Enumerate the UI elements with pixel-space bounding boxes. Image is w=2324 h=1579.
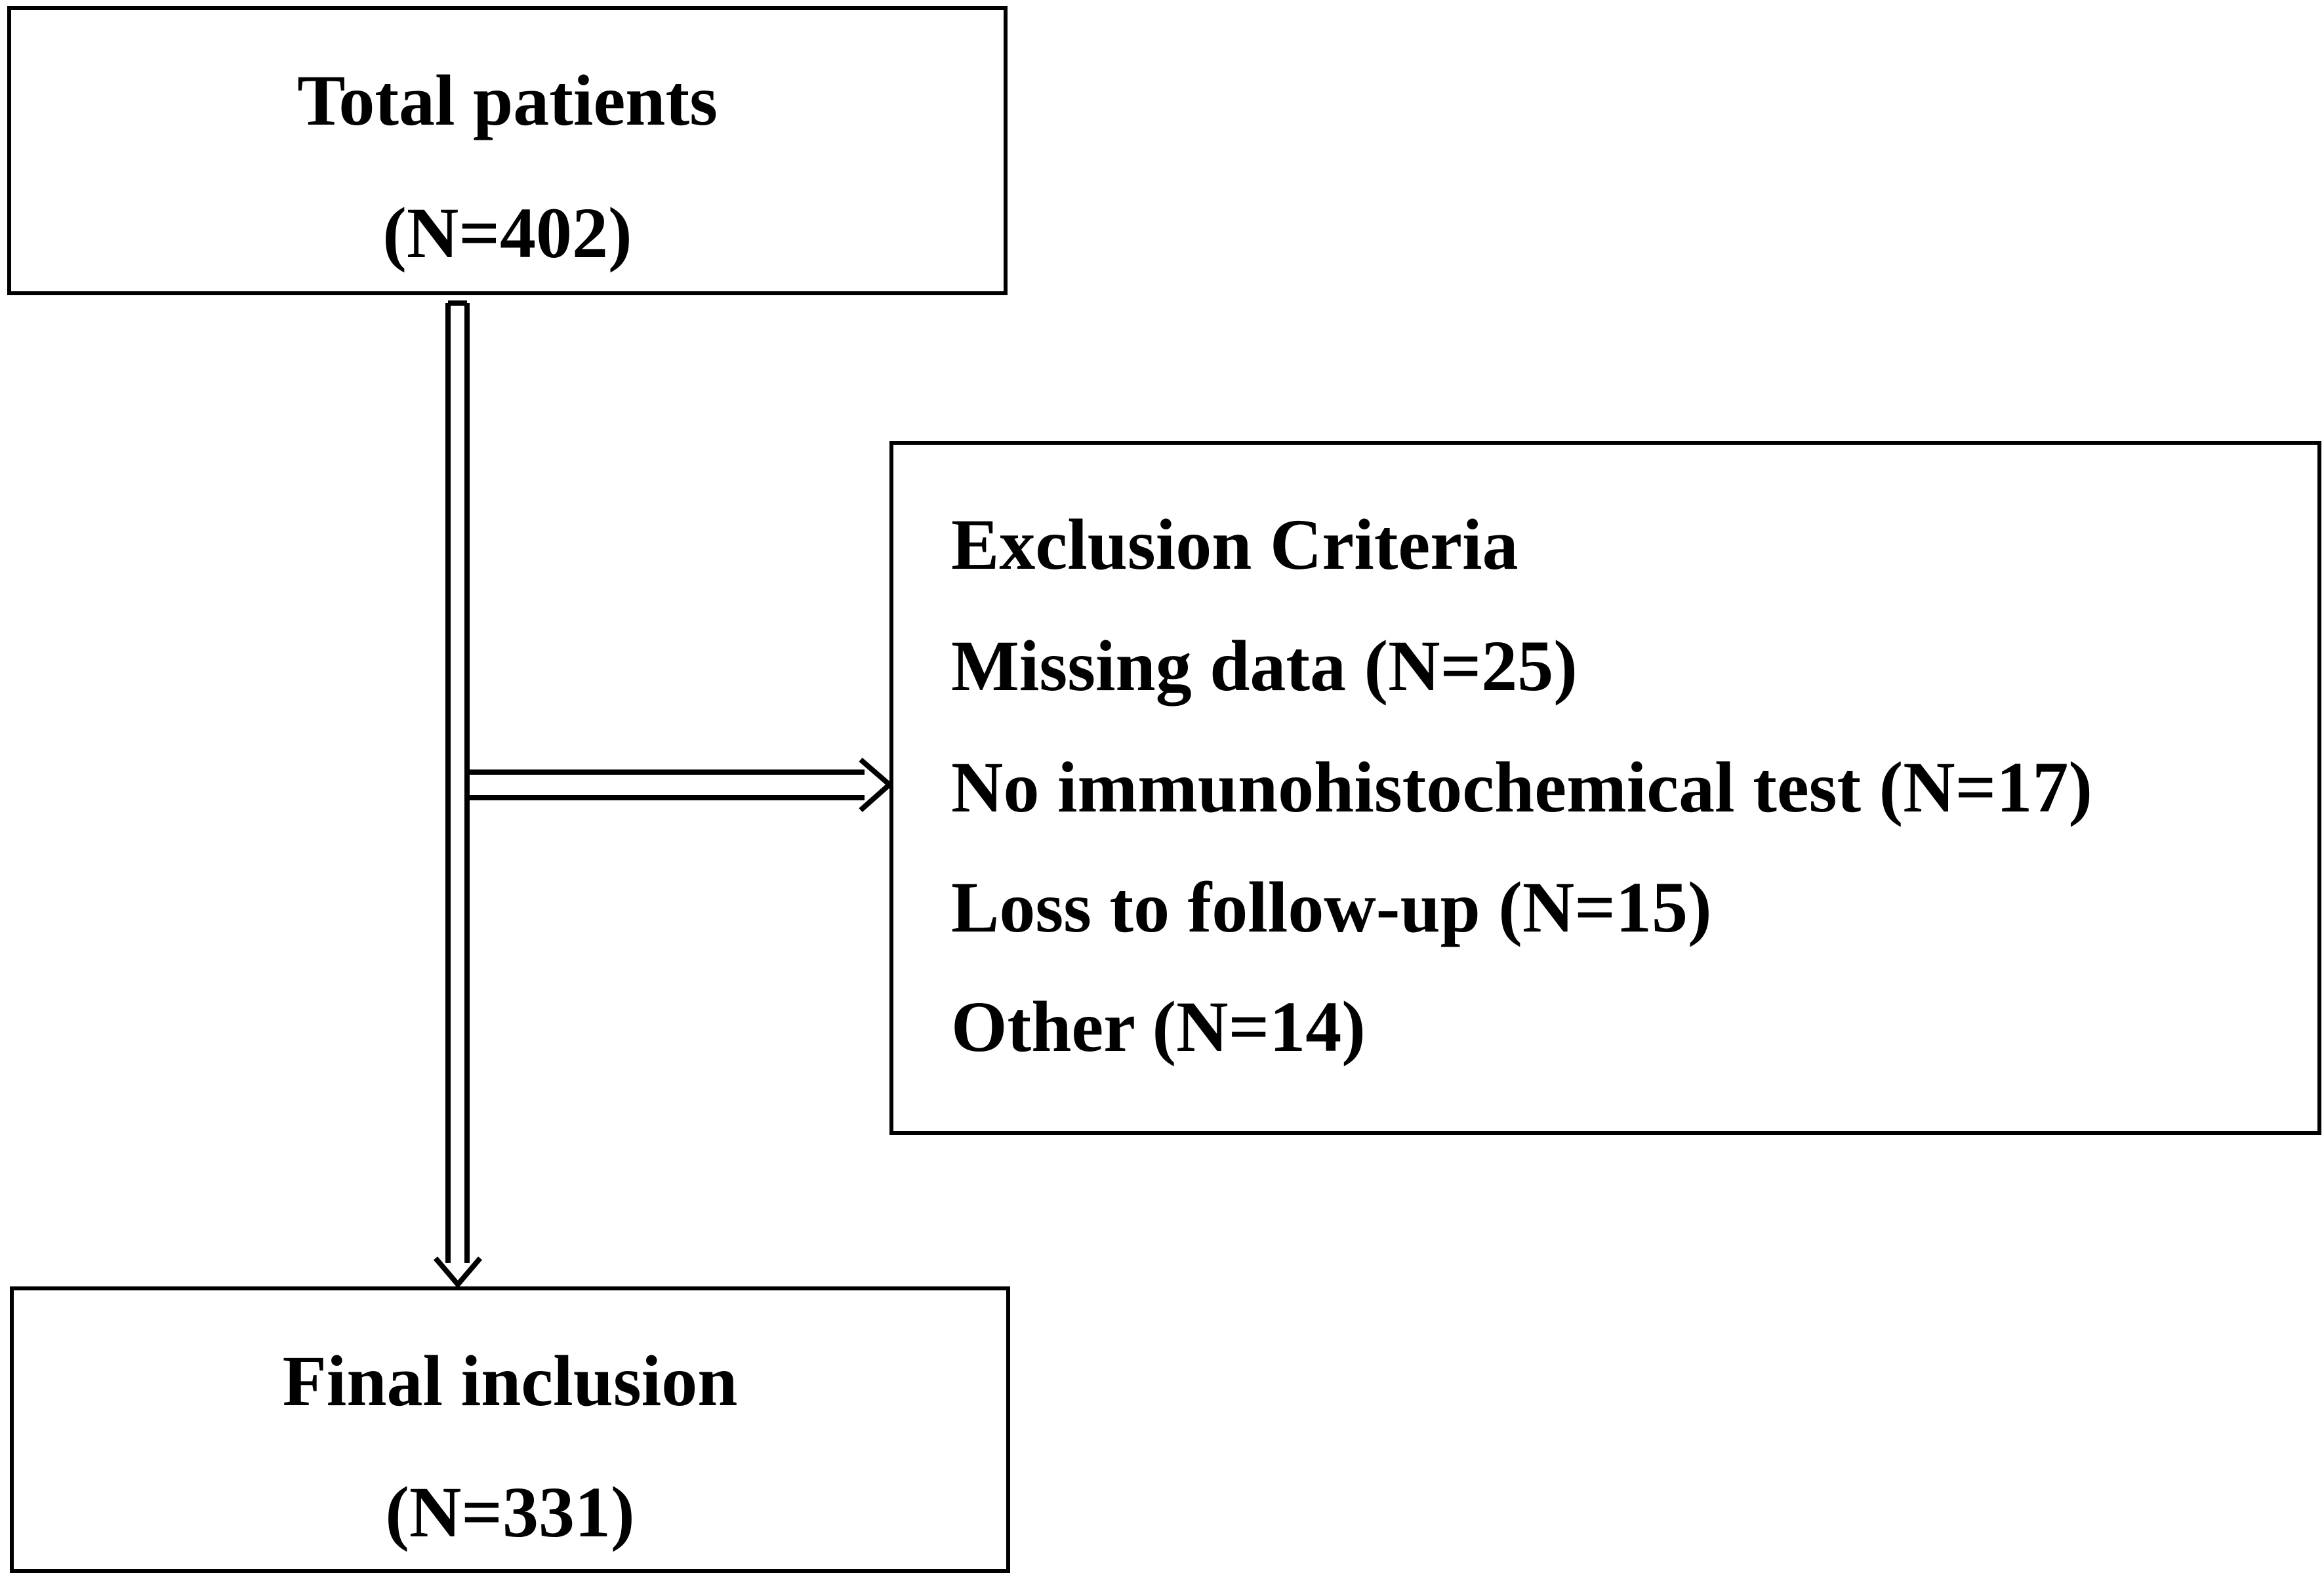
- right-arrow: [467, 757, 894, 812]
- final-inclusion-box: [10, 1286, 1010, 1573]
- total-patients-box: [7, 6, 1008, 295]
- exclusion-item-no-ihc-test: No immunohistochemical test (N=17): [951, 747, 2092, 827]
- final-inclusion-count: (N=331): [385, 1472, 635, 1552]
- down-arrow: [433, 300, 483, 1289]
- total-patients-title: Total patients: [297, 60, 718, 140]
- total-patients-count: (N=402): [382, 193, 632, 273]
- exclusion-criteria-box: [889, 441, 2321, 1135]
- final-inclusion-title: Final inclusion: [282, 1341, 738, 1421]
- exclusion-heading: Exclusion Criteria: [951, 504, 1519, 584]
- exclusion-item-missing-data: Missing data (N=25): [951, 626, 1578, 706]
- exclusion-item-loss-to-follow-up: Loss to follow-up (N=15): [951, 867, 1712, 947]
- exclusion-item-other: Other (N=14): [951, 987, 1366, 1067]
